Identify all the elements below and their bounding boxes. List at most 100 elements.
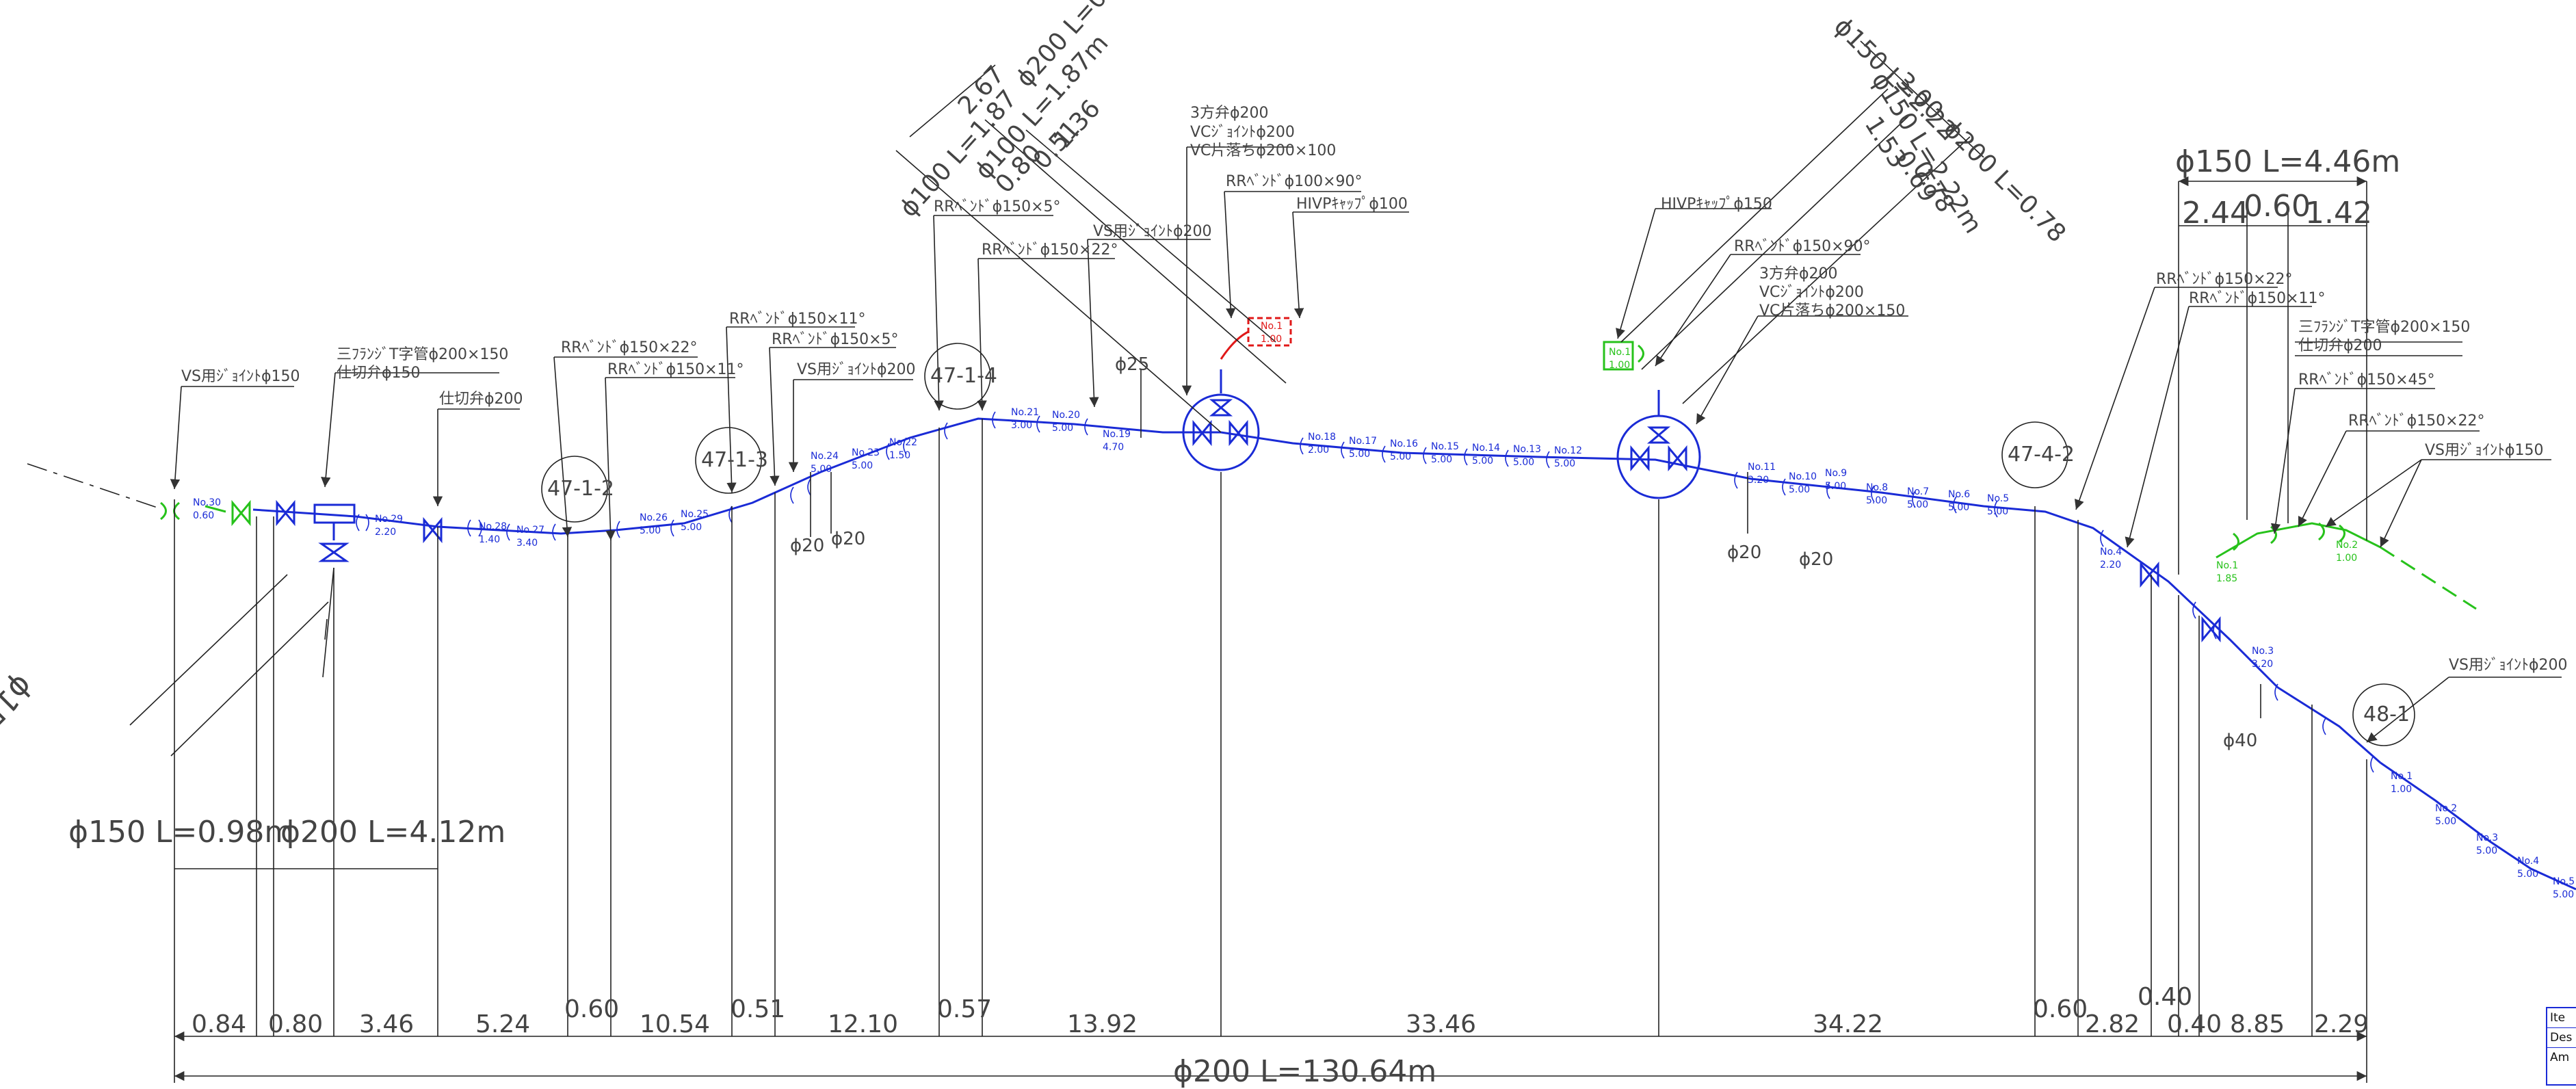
valve-chamber-1 (1182, 369, 1260, 471)
node-47-4-2: 47-4-2 (2008, 443, 2075, 467)
piece-9-len: 5.00 (1825, 481, 1847, 492)
lower-2-len: 5.00 (2435, 816, 2457, 827)
piece-12-no: No.12 (1554, 445, 1583, 456)
ann-rr150-22d: RRﾍﾞﾝﾄﾞϕ150×22° (2348, 412, 2485, 430)
right-dim-1: 0.60 (2244, 189, 2311, 224)
ann-rr150-5b: RRﾍﾞﾝﾄﾞϕ150×5° (934, 198, 1061, 215)
piece-5-no: No.5 (1987, 493, 2010, 504)
piece-7-no: No.7 (1907, 486, 1930, 497)
lower-1-no: No.1 (2391, 771, 2413, 782)
piece-25-no: No.25 (681, 509, 709, 520)
bottom-dim-14: 0.40 (2138, 983, 2193, 1011)
bottom-dim-7: 12.10 (828, 1010, 899, 1038)
left-branch-label: ϕ150 L=0.60 (0, 668, 40, 832)
piece-24-len: 5.00 (811, 464, 832, 475)
branch-green2-no: No.1 (2216, 560, 2239, 571)
bottom-dim-10: 33.46 (1406, 1010, 1477, 1038)
bottom-dim-13: 2.82 (2085, 1010, 2140, 1038)
ann-gate200b: 仕切弁ϕ200 (2298, 337, 2382, 354)
piece-18-len: 2.00 (1308, 445, 1330, 456)
piece-12-len: 5.00 (1554, 458, 1576, 469)
ann-d40: ϕ40 (2223, 731, 2258, 751)
ann-rr150-45: RRﾍﾞﾝﾄﾞϕ150×45° (2298, 371, 2435, 389)
piece-30-no: No.30 (193, 497, 222, 508)
ann-gate200: 仕切弁ϕ200 (439, 391, 523, 408)
right-dim-0: 2.44 (2182, 196, 2249, 231)
piece-19-len: 4.70 (1103, 442, 1125, 453)
bottom-dim-15: 0.40 (2167, 1010, 2222, 1038)
bottom-dim-3: 5.24 (475, 1010, 531, 1038)
ann-d20d: ϕ20 (1799, 549, 1834, 570)
ann-vs200b: VS用ｼﾞｮｲﾝﾄϕ200 (1093, 223, 1212, 240)
ann-d20a: ϕ20 (790, 536, 825, 556)
node-47-1-4: 47-1-4 (930, 364, 997, 388)
piece-29-len: 2.20 (375, 527, 397, 538)
legend-row-description: Des (2547, 1028, 2576, 1048)
ann-d25: ϕ25 (1115, 354, 1150, 375)
lower-5-no: No.5 (2553, 876, 2575, 887)
ann-vs150-right: VS用ｼﾞｮｲﾝﾄϕ150 (2425, 442, 2544, 459)
piece-16-no: No.16 (1390, 438, 1419, 449)
lower-4-no: No.4 (2517, 856, 2540, 867)
branch-green-len: 1.00 (1609, 360, 1631, 371)
right-dim-2: 1.42 (2305, 196, 2372, 231)
piece-21-no: No.21 (1011, 407, 1040, 418)
branch-green3-len: 1.00 (2336, 553, 2358, 564)
piece-9-no: No.9 (1825, 468, 1848, 479)
piece-10-no: No.10 (1789, 471, 1817, 482)
piece-14-no: No.14 (1472, 443, 1501, 454)
ann-rr150-22b: RRﾍﾞﾝﾄﾞϕ150×22° (982, 241, 1118, 259)
ann-tee-left: 三ﾌﾗﾝｼﾞT字管ϕ200×150 (337, 346, 509, 363)
legend-row-item: Ite (2547, 1008, 2576, 1028)
ann-hivp100: HIVPｷｬｯﾌﾟϕ100 (1296, 196, 1408, 213)
dimension-lines (129, 40, 2367, 1083)
red-branch (1220, 317, 1292, 360)
lower-4-len: 5.00 (2517, 869, 2539, 880)
piece-23-no: No.23 (852, 447, 880, 458)
piece-18-no: No.18 (1308, 432, 1337, 443)
node-circles (541, 343, 2415, 746)
ann-rr150-22a: RRﾍﾞﾝﾄﾞϕ150×22° (561, 339, 698, 356)
left-leader-dashed (27, 463, 158, 508)
branch-red-len: 1.00 (1261, 334, 1283, 345)
node-47-1-3: 47-1-3 (701, 448, 768, 472)
branch-green3-no: No.2 (2336, 540, 2358, 551)
ann-rr150-5a: RRﾍﾞﾝﾄﾞϕ150×5° (772, 331, 899, 348)
piece-4-len: 2.20 (2100, 560, 2122, 570)
piece-22-len: 1.50 (889, 450, 911, 461)
piece-8-no: No.8 (1866, 482, 1889, 493)
right-length-label: ϕ150 L=4.46m (2175, 144, 2401, 179)
left-length-b: ϕ200 L=4.12m (280, 815, 506, 850)
bottom-dim-9: 13.92 (1067, 1010, 1138, 1038)
piece-4-no: No.4 (2100, 547, 2122, 557)
piece-28-len: 1.40 (479, 534, 501, 545)
bottom-dim-16: 8.85 (2230, 1010, 2285, 1038)
piece-8-len: 5.00 (1866, 495, 1888, 506)
ann-gate150: 仕切弁ϕ150 (337, 365, 421, 382)
ann-vs200-right: VS用ｼﾞｮｲﾝﾄϕ200 (2449, 657, 2568, 674)
piece-17-no: No.17 (1349, 436, 1378, 447)
lower-3-len: 5.00 (2476, 845, 2498, 856)
ann-d20c: ϕ20 (1727, 542, 1762, 563)
ann-hivp150: HIVPｷｬｯﾌﾟϕ150 (1661, 196, 1772, 213)
ann-sanpo200: 3方弁ϕ200 (1190, 105, 1269, 122)
piece-24-no: No.24 (811, 451, 839, 462)
ann-rr150-90: RRﾍﾞﾝﾄﾞϕ150×90° (1734, 238, 1871, 255)
branch-green-no: No.1 (1609, 347, 1631, 358)
ann-vcj200: VCｼﾞｮｲﾝﾄϕ200 (1190, 124, 1295, 141)
piece-13-len: 5.00 (1513, 457, 1535, 468)
ann-vcj200b: VCｼﾞｮｲﾝﾄϕ200 (1759, 284, 1864, 301)
piece-6-no: No.6 (1948, 489, 1971, 500)
ann-tee-right: 三ﾌﾗﾝｼﾞT字管ϕ200×150 (2298, 319, 2471, 336)
piece-10-len: 5.00 (1789, 484, 1811, 495)
piece-3-len: 3.20 (2252, 659, 2274, 670)
piece-6-len: 5.00 (1948, 502, 1970, 513)
bottom-dim-12: 0.60 (2033, 995, 2088, 1023)
piece-28-no: No.28 (479, 521, 508, 532)
ann-rr150-11c: RRﾍﾞﾝﾄﾞϕ150×11° (2189, 290, 2326, 307)
ann-rr150-11a: RRﾍﾞﾝﾄﾞϕ150×11° (607, 361, 744, 378)
piece-22-no: No.22 (889, 437, 918, 448)
piece-29-no: No.29 (375, 514, 404, 525)
lower-5-len: 5.00 (2553, 889, 2575, 900)
piece-13-no: No.13 (1513, 444, 1542, 455)
